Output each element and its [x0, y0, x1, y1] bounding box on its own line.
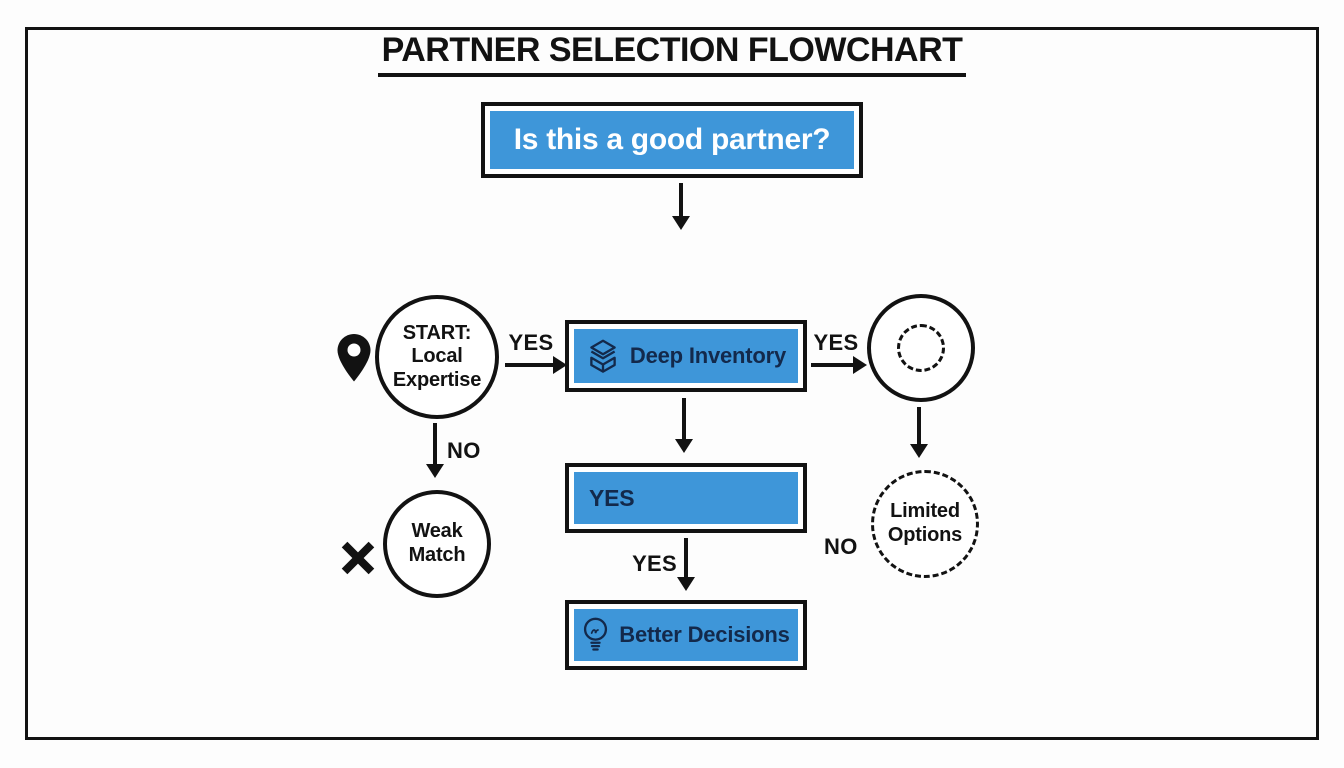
node-yes-box: YES: [565, 463, 807, 533]
edge-label-yes-to-better: YES: [632, 551, 677, 576]
layers-stack-icon: [586, 339, 620, 373]
node-start-circle: START: Local Expertise: [375, 295, 499, 419]
better-decisions-label: Better Decisions: [619, 622, 790, 647]
page-title: PARTNER SELECTION FLOWCHART: [377, 31, 967, 77]
arrow-deep-to-evaluate: [811, 363, 855, 367]
lightbulb-icon: [582, 617, 609, 654]
yes-box-label: YES: [574, 472, 798, 524]
arrow-deep-to-yes-box-head: [675, 439, 693, 453]
arrow-evaluate-to-limited: [917, 407, 921, 445]
x-mark-icon: [341, 541, 375, 575]
arrow-start-to-deep: [505, 363, 555, 367]
dashed-inner-circle: [897, 324, 945, 372]
arrow-deep-to-yes-box: [682, 398, 686, 440]
arrow-question-down-head: [672, 216, 690, 230]
arrow-question-down: [679, 183, 683, 217]
weak-match-label: Weak Match: [408, 520, 466, 566]
node-limited-options-circle: Limited Options: [871, 470, 979, 578]
title-row: PARTNER SELECTION FLOWCHART: [0, 31, 1344, 77]
deep-inventory-label: Deep Inventory: [629, 343, 787, 368]
arrow-evaluate-to-limited-head: [910, 444, 928, 458]
arrow-yes-to-better: [684, 538, 688, 578]
edge-label-evaluate-to-limited: NO: [824, 534, 858, 559]
edge-label-deep-to-evaluate: YES: [813, 330, 859, 355]
arrow-yes-to-better-head: [677, 577, 695, 591]
location-pin-icon: [336, 333, 372, 383]
arrow-start-to-deep-head: [553, 356, 567, 374]
node-weak-match-circle: Weak Match: [383, 490, 491, 598]
edge-label-start-to-deep: YES: [508, 330, 554, 355]
limited-options-label: Limited Options: [887, 500, 963, 546]
node-better-decisions-box: Better Decisions: [565, 600, 807, 670]
outer-border: [25, 27, 1319, 740]
arrow-start-to-weak-head: [426, 464, 444, 478]
question-box-label: Is this a good partner?: [490, 111, 854, 169]
arrow-deep-to-evaluate-head: [853, 356, 867, 374]
arrow-start-to-weak: [433, 423, 437, 465]
start-circle-label: START: Local Expertise: [392, 321, 482, 391]
question-box: Is this a good partner?: [481, 102, 863, 178]
node-evaluate-circle: [867, 294, 975, 402]
edge-label-start-to-weak: NO: [447, 438, 481, 463]
node-deep-inventory-box: Deep Inventory: [565, 320, 807, 392]
